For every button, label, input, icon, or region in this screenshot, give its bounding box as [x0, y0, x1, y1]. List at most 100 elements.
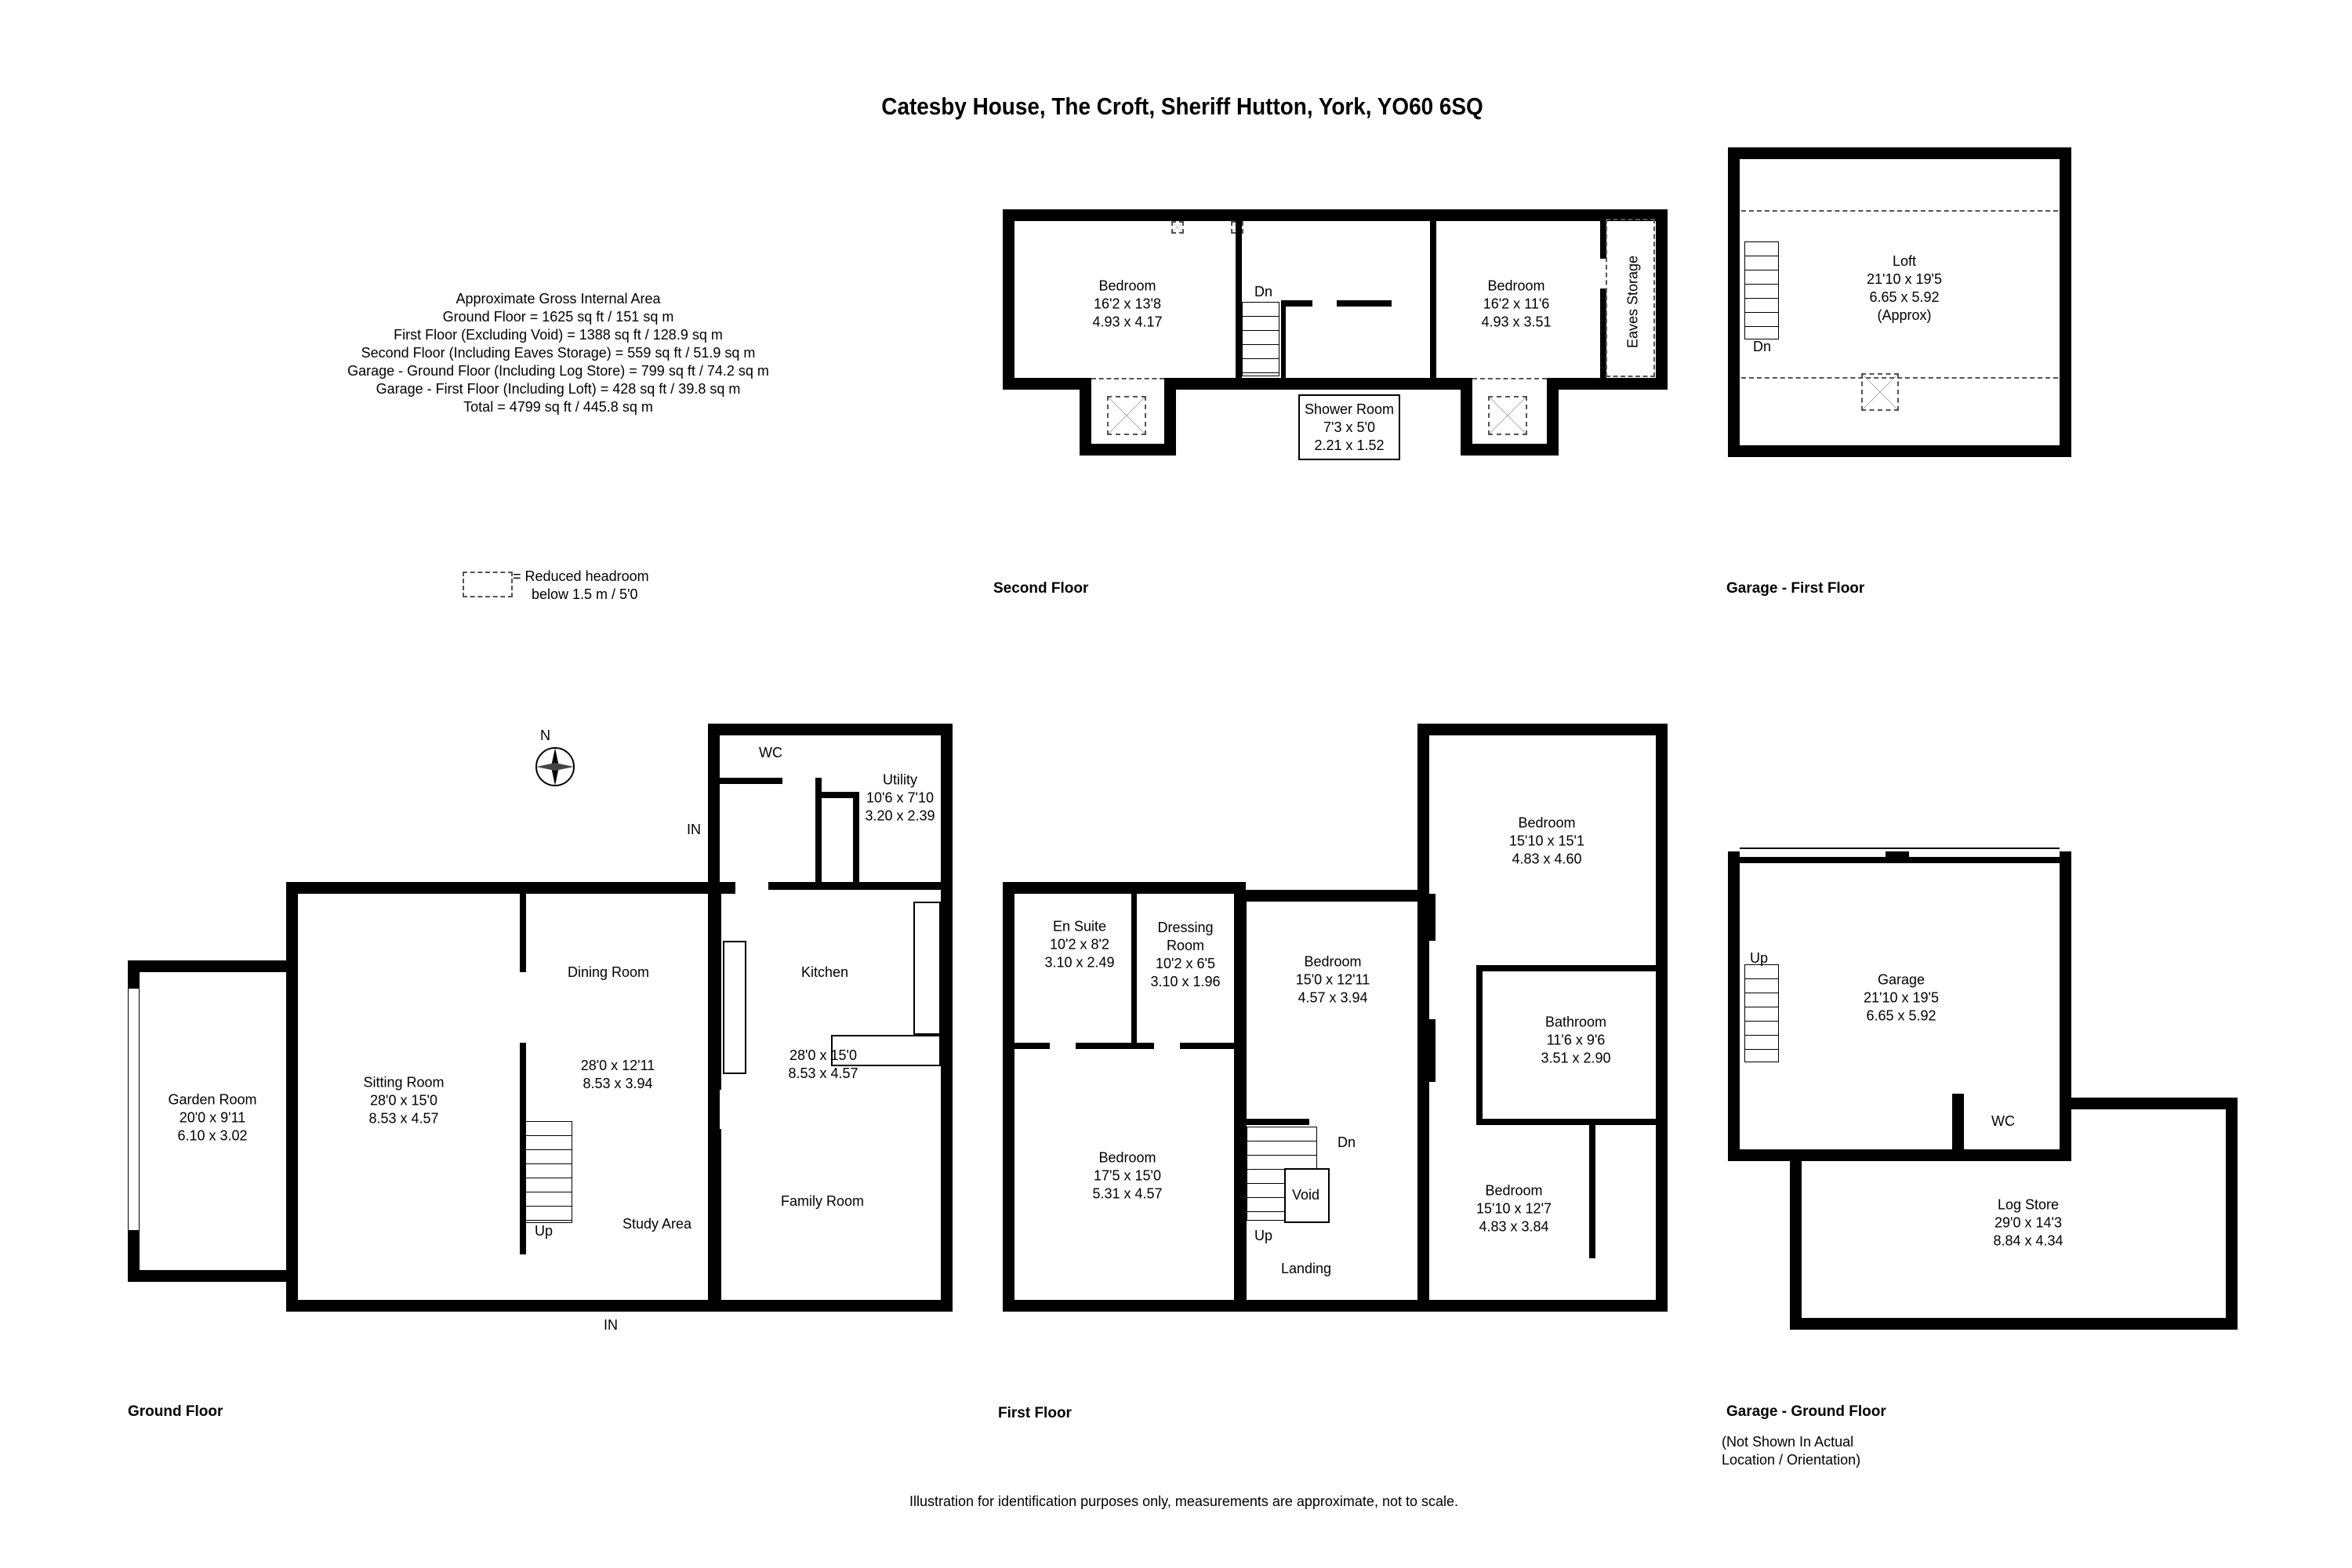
room-name: Dressing Room	[1157, 920, 1214, 953]
room-bedroom: Bedroom 17'5 x 15'0 5.31 x 4.57	[1092, 1149, 1162, 1203]
room-wc: WC	[1991, 1113, 2015, 1129]
room-name: Bathroom	[1544, 1014, 1607, 1030]
first-floor-right-outline	[1417, 724, 1668, 1312]
room-imperial: 17'5 x 15'0	[1094, 1167, 1161, 1184]
floor-label-ground: Ground Floor	[128, 1403, 223, 1420]
eaves-storage-label: Eaves Storage	[1624, 255, 1641, 349]
area-line: Garage - First Floor (Including Loft) = …	[376, 381, 741, 397]
floor-label-first: First Floor	[998, 1405, 1072, 1421]
room-bedroom: Bedroom 15'10 x 12'7 4.83 x 3.84	[1476, 1182, 1552, 1236]
room-metric: 5.31 x 4.57	[1092, 1185, 1163, 1202]
room-name: Utility	[882, 771, 917, 788]
down-label: Dn	[1338, 1134, 1356, 1150]
room-imperial: 15'0 x 12'11	[1295, 971, 1370, 988]
room-metric: 2.21 x 1.52	[1314, 437, 1385, 453]
up-label: Up	[1750, 950, 1769, 966]
room-name: Bedroom	[1485, 1182, 1543, 1199]
room-bedroom: Bedroom 16'2 x 11'6 4.93 x 3.51	[1481, 278, 1551, 332]
room-metric: 8.53 x 4.57	[788, 1065, 858, 1081]
room-imperial: 16'2 x 13'8	[1094, 296, 1161, 312]
room-name: Bedroom	[1304, 953, 1362, 970]
first-floor-left-outline	[1003, 882, 1246, 1312]
room-dining-room: Dining Room	[568, 964, 650, 980]
room-imperial: 21'10 x 19'5	[1867, 271, 1942, 287]
down-label: Dn	[1753, 339, 1772, 354]
floor-label-garage-ground: Garage - Ground Floor	[1726, 1403, 1886, 1420]
room-sitting-room: Sitting Room 28'0 x 15'0 8.53 x 4.57	[363, 1074, 444, 1128]
area-line: Garage - Ground Floor (Including Log Sto…	[347, 363, 769, 379]
staircase	[1242, 302, 1279, 376]
kitchen-island	[831, 1035, 941, 1066]
room-imperial: 28'0 x 15'0	[789, 1047, 857, 1063]
reduced-headroom-swatch	[463, 572, 513, 597]
room-metric: 3.10 x 1.96	[1150, 974, 1221, 989]
room-metric: 8.53 x 3.94	[583, 1076, 653, 1091]
main-house-outline	[286, 882, 731, 1312]
void-area	[1284, 1168, 1330, 1223]
void-label: Void	[1292, 1187, 1320, 1203]
up-label: Up	[1254, 1228, 1273, 1243]
skylight-icon	[1488, 396, 1527, 435]
room-imperial: 20'0 x 9'11	[179, 1109, 246, 1126]
room-family-room: Family Room	[781, 1193, 865, 1209]
compass-north-label: N	[540, 728, 550, 743]
room-bedroom: Bedroom 15'0 x 12'11 4.57 x 3.94	[1296, 953, 1370, 1007]
room-name: Garden Room	[168, 1091, 257, 1108]
room-metric: 8.84 x 4.34	[1993, 1232, 2063, 1249]
room-wc: WC	[759, 745, 782, 760]
room-imperial: 28'0 x 12'11	[580, 1058, 655, 1073]
orientation-note: (Not Shown In Actual Location / Orientat…	[1722, 1433, 1860, 1469]
eaves-storage-area	[1606, 219, 1655, 377]
room-utility: Utility 10'6 x 7'10 3.20 x 2.39	[865, 771, 935, 826]
room-bathroom: Bathroom 11'6 x 9'6 3.51 x 2.90	[1541, 1014, 1610, 1068]
staircase	[1744, 241, 1779, 339]
area-line: Total = 4799 sq ft / 445.8 sq m	[463, 399, 653, 415]
room-imperial: 21'10 x 19'5	[1864, 989, 1939, 1006]
gross-internal-area: Approximate Gross Internal Area Ground F…	[323, 290, 793, 416]
room-garage: Garage 21'10 x 19'5 6.65 x 5.92	[1864, 971, 1939, 1025]
window	[128, 988, 140, 1231]
room-note: (Approx)	[1877, 307, 1932, 323]
room-name: Bedroom	[1487, 278, 1545, 294]
note-line: Location / Orientation)	[1722, 1452, 1861, 1468]
room-imperial: 15'10 x 12'7	[1476, 1200, 1552, 1217]
room-metric: 4.93 x 4.17	[1092, 314, 1163, 330]
garage-first-outline	[1728, 147, 2071, 457]
kitchen-counter	[913, 902, 941, 1035]
family-room-dimensions: 28'0 x 15'0 8.53 x 4.57	[788, 1047, 858, 1083]
room-name: Bedroom	[1098, 1149, 1156, 1166]
room-imperial: 7'3 x 5'0	[1323, 419, 1375, 435]
room-name: Log Store	[1997, 1196, 2060, 1213]
room-en-suite: En Suite 10'2 x 8'2 3.10 x 2.49	[1044, 918, 1114, 972]
area-line: First Floor (Excluding Void) = 1388 sq f…	[394, 327, 723, 343]
room-metric: 4.93 x 3.51	[1481, 314, 1552, 330]
room-log-store: Log Store 29'0 x 14'3 8.84 x 4.34	[1993, 1196, 2063, 1250]
room-name: Bedroom	[1518, 815, 1576, 831]
room-name: Shower Room	[1304, 401, 1395, 417]
room-landing: Landing	[1281, 1261, 1332, 1276]
up-label: Up	[535, 1223, 554, 1239]
room-name: Loft	[1892, 253, 1917, 269]
room-loft: Loft 21'10 x 19'5 6.65 x 5.92 (Approx)	[1867, 252, 1942, 325]
room-imperial: 29'0 x 14'3	[1994, 1214, 2062, 1231]
garden-room-outline	[128, 960, 298, 1282]
room-metric: 6.10 x 3.02	[177, 1127, 248, 1144]
staircase	[1744, 964, 1779, 1062]
room-imperial: 15'10 x 15'1	[1509, 833, 1584, 849]
room-name: Sitting Room	[363, 1074, 445, 1091]
kitchen-wing-outline	[708, 724, 953, 1312]
compass-icon	[533, 745, 577, 789]
floor-label-garage-first: Garage - First Floor	[1726, 580, 1865, 597]
area-line: Second Floor (Including Eaves Storage) =…	[361, 345, 756, 361]
room-metric: 3.51 x 2.90	[1541, 1050, 1611, 1066]
kitchen-counter	[723, 941, 746, 1074]
legend-line: below 1.5 m / 5'0	[532, 586, 638, 602]
page-title: Catesby House, The Croft, Sheriff Hutton…	[881, 93, 1483, 120]
room-metric: 4.83 x 4.60	[1512, 851, 1582, 867]
floor-label-second: Second Floor	[993, 580, 1089, 597]
room-metric: 4.57 x 3.94	[1298, 989, 1368, 1006]
room-garden-room: Garden Room 20'0 x 9'11 6.10 x 3.02	[168, 1091, 256, 1145]
room-bedroom: Bedroom 16'2 x 13'8 4.93 x 4.17	[1092, 278, 1162, 332]
room-study-area: Study Area	[622, 1216, 692, 1232]
room-metric: 6.65 x 5.92	[1869, 289, 1940, 305]
